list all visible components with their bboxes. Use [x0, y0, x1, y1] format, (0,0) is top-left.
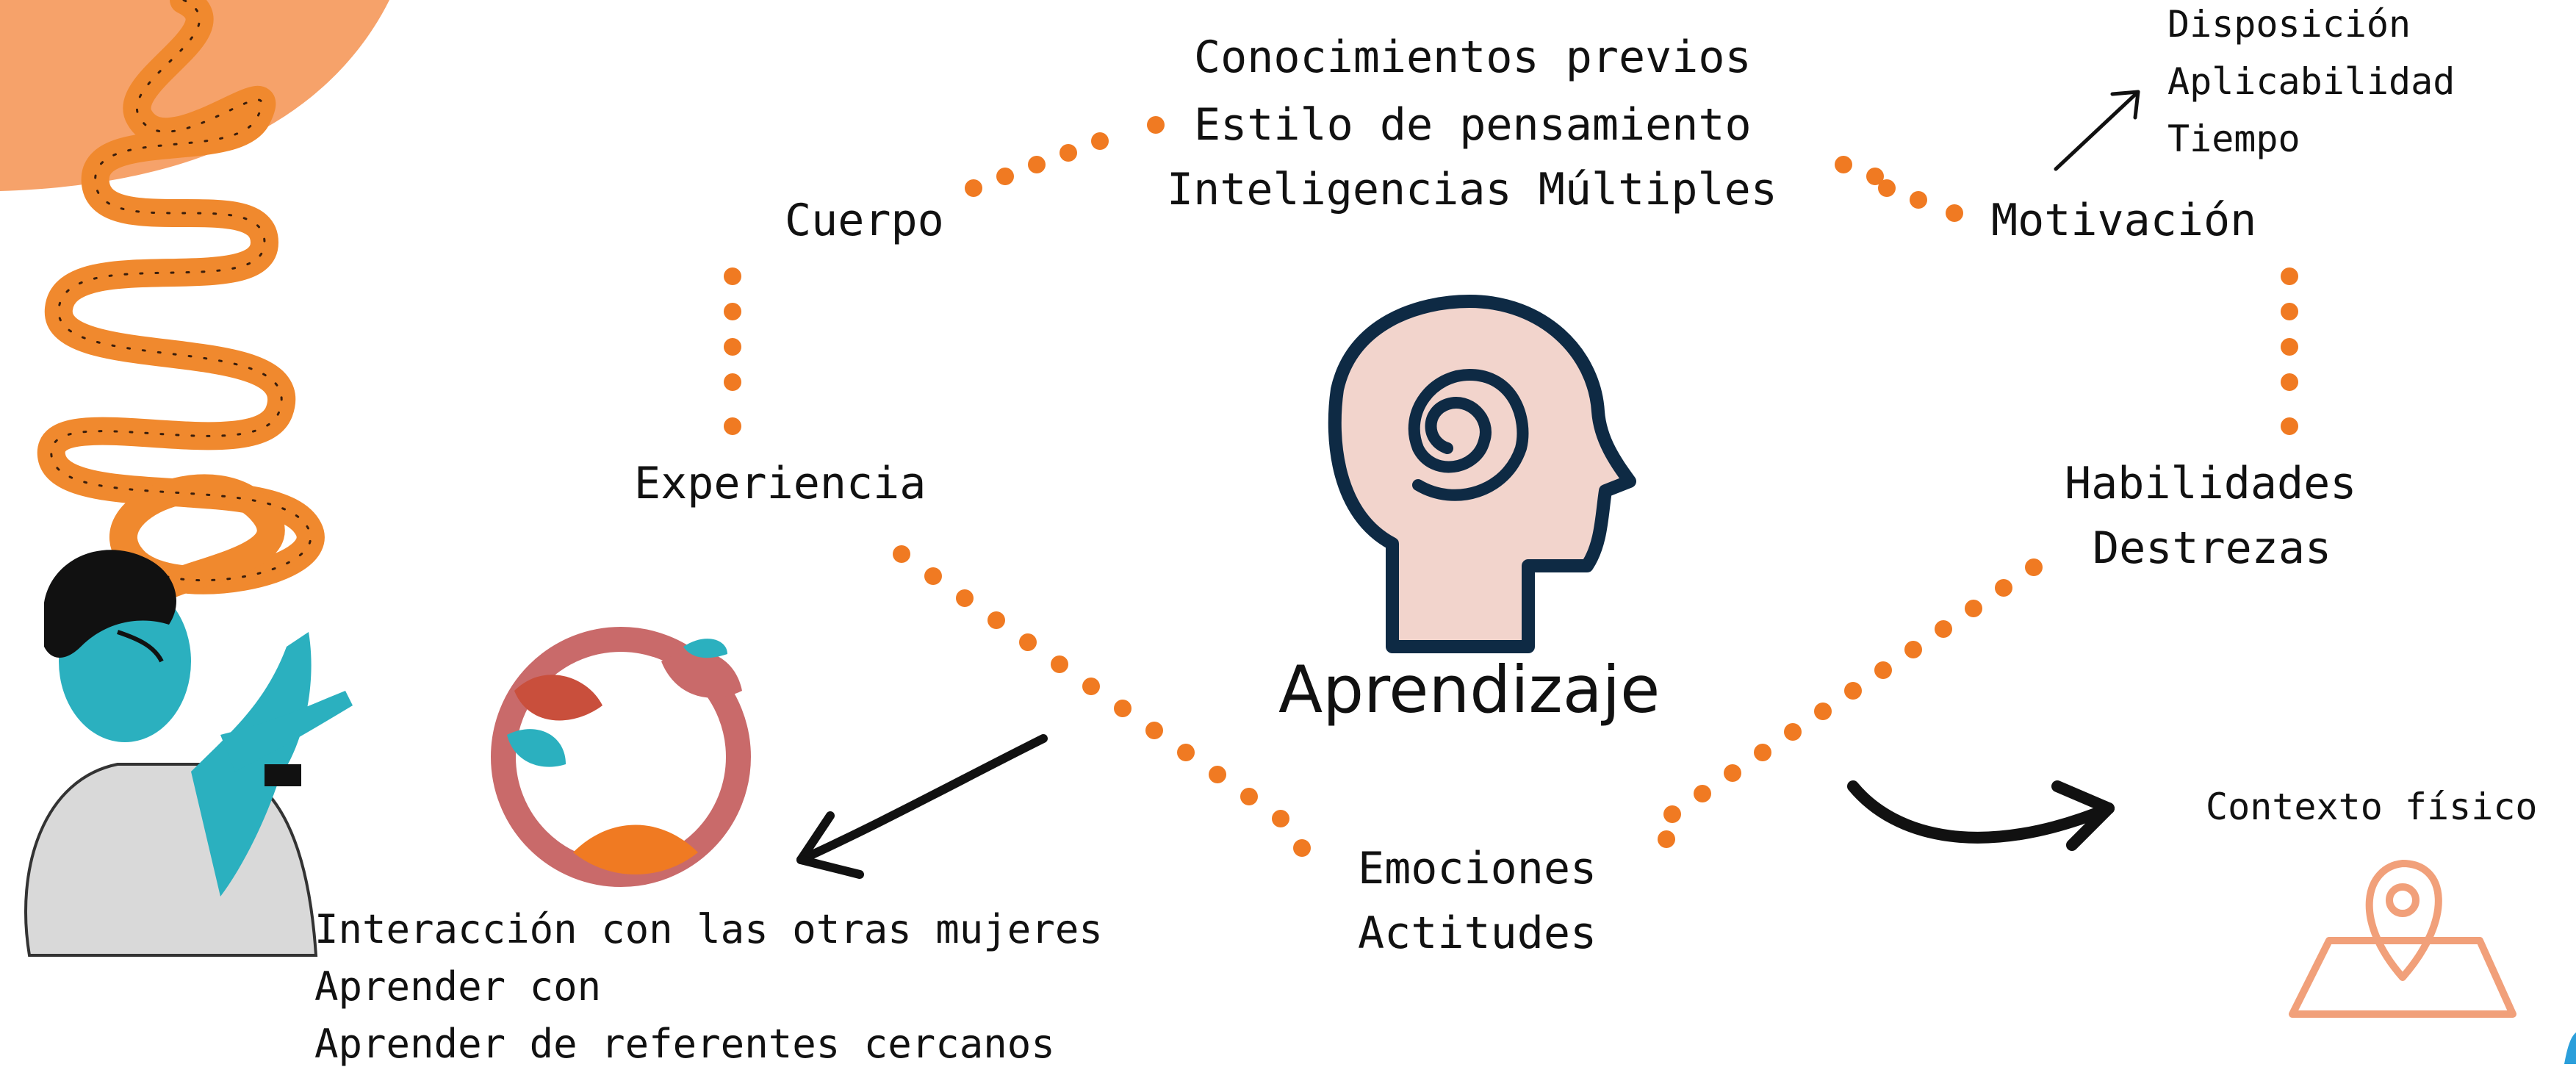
connector-dot: [2281, 373, 2298, 391]
connector-dot: [724, 417, 741, 435]
label-disposicion: Disposición: [2167, 3, 2411, 46]
connector-dot: [2281, 417, 2298, 435]
connector-dot: [924, 567, 942, 585]
label-aprender-de: Aprender de referentes cercanos: [314, 1021, 1055, 1067]
connector-dot: [1145, 722, 1163, 739]
connector-dot: [893, 545, 910, 563]
connector-dot: [1784, 723, 1802, 741]
label-destrezas: Destrezas: [2093, 522, 2332, 574]
blue-corner-shape: [2564, 1032, 2576, 1064]
connector-dot: [1658, 830, 1675, 848]
connector-dot: [1082, 678, 1100, 695]
label-habilidades: Habilidades: [2065, 458, 2357, 509]
label-actitudes: Actitudes: [1358, 908, 1597, 959]
label-experiencia: Experiencia: [634, 458, 927, 509]
connector-dot: [1866, 168, 1884, 185]
connector-dot: [996, 168, 1014, 185]
connector-dot: [1059, 144, 1077, 162]
connector-dot: [724, 303, 741, 320]
center-label: Aprendizaje: [1278, 652, 1661, 728]
woman-illustration: [24, 550, 353, 957]
label-conocimientos-2: Estilo de pensamiento: [1194, 99, 1752, 151]
connector-dot: [1904, 641, 1922, 658]
connector-dot: [1240, 788, 1258, 805]
people-circle-icon: [491, 627, 751, 887]
label-interaccion: Interacción con las otras mujeres: [314, 906, 1103, 952]
connector-dot: [2281, 303, 2298, 320]
connector-dot: [1874, 661, 1892, 679]
connector-dot: [2281, 267, 2298, 285]
connector-dot: [1946, 204, 1963, 222]
connector-dot: [1147, 116, 1165, 134]
label-emociones: Emociones: [1358, 843, 1597, 894]
connector-dot: [1293, 839, 1311, 857]
connector-dot: [724, 373, 741, 391]
connector-dot: [1028, 156, 1046, 173]
label-aprender-con: Aprender con: [314, 963, 602, 1010]
connector-dot: [1724, 764, 1741, 782]
head-spiral-icon: [1328, 295, 1636, 653]
connector-dot: [1965, 600, 1982, 617]
connector-dot: [1114, 700, 1132, 717]
label-aplicabilidad: Aplicabilidad: [2167, 60, 2456, 103]
connector-dot: [956, 589, 974, 607]
label-conocimientos-1: Conocimientos previos: [1194, 32, 1752, 83]
label-cuerpo: Cuerpo: [785, 195, 944, 246]
connector-dot: [1910, 191, 1927, 209]
connector-dot: [724, 267, 741, 285]
label-contexto: Contexto físico: [2206, 786, 2538, 828]
connector-dot: [1754, 744, 1771, 761]
arrow-left-icon: [796, 734, 1048, 879]
connector-dot: [1051, 655, 1068, 673]
connector-dot: [1272, 810, 1289, 827]
connector-dot: [1995, 579, 2012, 597]
connector-dot: [987, 611, 1005, 629]
map-pin-icon: [2289, 860, 2516, 1018]
connector-dot: [1935, 620, 1952, 638]
connector-dot: [1209, 766, 1226, 783]
sun-shape: [0, 0, 389, 191]
arrow-up-right-icon: [2054, 90, 2140, 171]
label-motivacion: Motivación: [1991, 195, 2257, 246]
label-conocimientos-3: Inteligencias Múltiples: [1167, 164, 1777, 215]
arrow-right-icon: [1847, 780, 2115, 851]
connector-dot: [1177, 744, 1195, 761]
connector-dot: [1019, 633, 1037, 651]
connector-dot: [1663, 805, 1681, 823]
connector-dot: [2281, 338, 2298, 356]
connector-dot: [724, 338, 741, 356]
label-tiempo: Tiempo: [2167, 118, 2300, 160]
connector-dot: [1814, 703, 1832, 720]
dotted-connectors: [724, 116, 2298, 857]
connector-dot: [965, 179, 982, 197]
connector-dot: [2025, 558, 2043, 576]
connector-dot: [1878, 179, 1896, 197]
connector-dot: [1844, 682, 1862, 700]
connector-dot: [1694, 785, 1711, 802]
connector-dot: [1091, 132, 1109, 150]
connector-dot: [1835, 156, 1852, 173]
